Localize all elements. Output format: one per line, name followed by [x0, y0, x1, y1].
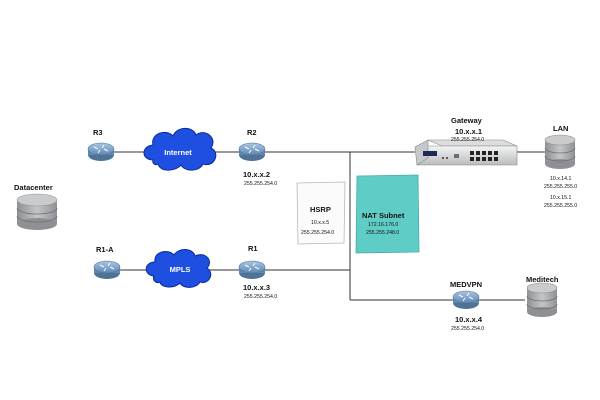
- r1-label: R1: [248, 244, 258, 253]
- router-r1a-icon: [93, 260, 121, 279]
- lan-ip-2: 10.x.15.1: [550, 195, 572, 201]
- nat-subnet-box: [355, 174, 420, 254]
- lan-label: LAN: [553, 124, 569, 133]
- datacenter-label: Datacenter: [14, 183, 53, 192]
- medvpn-label: MEDVPN: [450, 280, 483, 289]
- router-r2-icon: [238, 142, 266, 161]
- meditech-disk-icon: [526, 282, 558, 317]
- medvpn-ip: 10.x.x.4: [455, 315, 483, 324]
- r1-ip: 10.x.x.3: [243, 283, 271, 292]
- r3-label: R3: [93, 128, 103, 137]
- datacenter-disk-icon: [16, 193, 58, 230]
- lan-ip-1: 10.x.14.1: [550, 176, 572, 182]
- router-r3-icon: [87, 142, 115, 161]
- lan-mask-1: 255.255.255.0: [544, 184, 578, 190]
- mpls-cloud: MPLS: [145, 249, 212, 288]
- internet-cloud: Internet: [143, 127, 217, 171]
- router-medvpn-icon: [452, 290, 480, 309]
- r2-label: R2: [247, 128, 257, 137]
- meditech-label: Meditech: [526, 275, 559, 284]
- hsrp-mask: 255.255.254.0: [301, 230, 335, 236]
- lan-mask-2: 255.255.255.0: [544, 203, 578, 209]
- router-r1-icon: [238, 260, 266, 279]
- firewall-gateway-icon: [414, 139, 518, 166]
- medvpn-mask: 255.255.254.0: [451, 326, 485, 332]
- nat-subnet-ip: 172.16.176.0: [368, 222, 399, 228]
- hsrp-label: HSRP: [310, 205, 331, 214]
- lan-disk-icon: [544, 134, 576, 169]
- gateway-mask: 255.255.254.0: [451, 137, 485, 143]
- r2-ip: 10.x.x.2: [243, 170, 271, 179]
- gateway-ip: 10.x.x.1: [455, 127, 483, 136]
- gateway-label: Gateway: [451, 116, 482, 125]
- r2-mask: 255.255.254.0: [244, 181, 278, 187]
- nat-subnet-mask: 255.255.248.0: [366, 230, 400, 236]
- nat-subnet-label: NAT Subnet: [362, 211, 405, 220]
- mpls-label: MPLS: [170, 265, 191, 274]
- hsrp-ip: 10.x.x.5: [311, 220, 330, 226]
- r1a-label: R1-A: [96, 245, 114, 254]
- r1-mask: 255.255.254.0: [244, 294, 278, 300]
- internet-label: Internet: [164, 148, 192, 157]
- hsrp-box: [296, 181, 346, 245]
